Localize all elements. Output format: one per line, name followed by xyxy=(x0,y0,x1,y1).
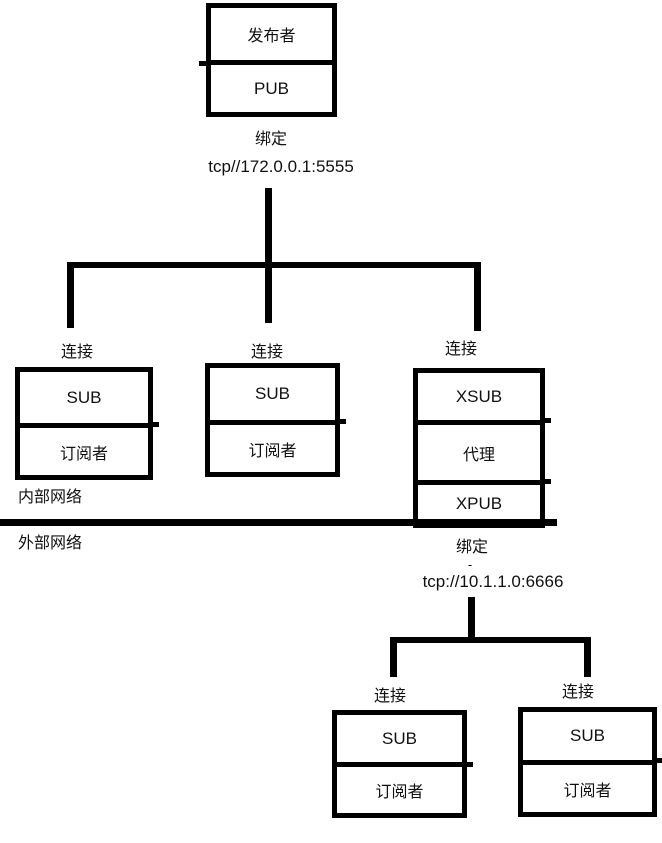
connect-label-subscriber3: 连接 xyxy=(373,688,406,705)
proxy-right-stub-2 xyxy=(545,479,551,484)
connect-label-subscriber4: 连接 xyxy=(561,684,594,701)
subscriber2-cell-divider xyxy=(210,420,335,425)
subscriber3-role-label: 订阅者 xyxy=(375,784,424,801)
publisher-role-label: 发布者 xyxy=(247,28,296,45)
proxy-right-stub-1 xyxy=(545,418,551,423)
branch-drop-bottom-left xyxy=(390,637,397,677)
publisher-cell-divider xyxy=(211,60,332,65)
subscriber1-role-label: 订阅者 xyxy=(59,445,108,463)
publisher-socket-label: PUB xyxy=(254,78,289,98)
publisher-left-stub xyxy=(199,61,206,66)
subscriber4-role-label: 订阅者 xyxy=(563,782,612,800)
subscriber3-node: SUB 订阅者 xyxy=(332,710,467,818)
bind-top-address: tcp//172.0.0.1:5555 xyxy=(208,157,354,176)
external-network-label: 外部网络 xyxy=(18,535,83,552)
proxy-cell-divider-2 xyxy=(418,480,540,485)
subscriber1-socket-label: SUB xyxy=(66,387,102,407)
bind-top-label: 绑定 xyxy=(254,131,287,148)
bind-bottom-label: 绑定 xyxy=(455,539,488,556)
internal-network-label: 内部网络 xyxy=(18,489,83,506)
branch-drop-left xyxy=(67,262,74,328)
subscriber4-node: SUB 订阅者 xyxy=(518,707,657,817)
bind-bottom-separator: - xyxy=(467,557,473,572)
subscriber1-node: SUB 订阅者 xyxy=(15,367,153,480)
subscriber1-cell-divider xyxy=(20,423,148,428)
subscriber2-node: SUB 订阅者 xyxy=(205,363,340,477)
subscriber2-role-label: 订阅者 xyxy=(248,442,297,460)
subscriber2-right-stub xyxy=(340,419,346,424)
branch-bus-wire-top xyxy=(67,262,481,268)
publisher-node: 发布者 PUB xyxy=(206,3,337,117)
publisher-trunk-wire xyxy=(265,188,272,323)
proxy-cell-divider-1 xyxy=(418,420,540,425)
subscriber3-right-stub xyxy=(467,762,473,767)
subscriber4-cell-divider xyxy=(523,760,652,765)
proxy-node: XSUB 代理 XPUB xyxy=(413,368,545,528)
subscriber4-socket-label: SUB xyxy=(570,726,605,745)
subscriber3-cell-divider xyxy=(337,762,462,767)
proxy-xpub-label: XPUB xyxy=(455,494,503,513)
subscriber1-right-stub xyxy=(153,422,159,427)
branch-drop-right xyxy=(474,262,481,331)
branch-bus-wire-bottom xyxy=(390,637,591,643)
subscriber2-socket-label: SUB xyxy=(255,384,290,403)
connect-label-proxy: 连接 xyxy=(444,341,477,358)
proxy-trunk-wire xyxy=(468,597,475,643)
network-boundary-line xyxy=(0,519,557,526)
connect-label-subscriber1: 连接 xyxy=(60,344,93,361)
branch-drop-bottom-right xyxy=(584,637,591,677)
subscriber4-right-stub xyxy=(657,758,662,763)
proxy-xsub-label: XSUB xyxy=(455,386,503,406)
proxy-role-label: 代理 xyxy=(462,446,495,464)
subscriber3-socket-label: SUB xyxy=(382,728,417,748)
connect-label-subscriber2: 连接 xyxy=(250,344,283,361)
bind-bottom-address: tcp://10.1.1.0:6666 xyxy=(422,572,564,591)
